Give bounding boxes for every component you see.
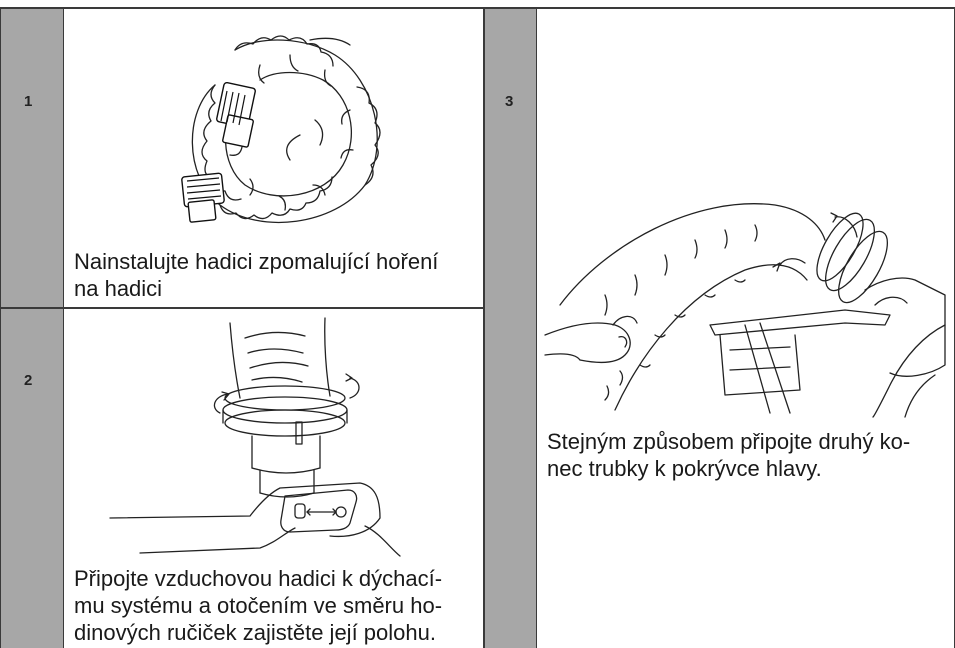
table-divider-middle: [483, 8, 485, 648]
step-3-number: 3: [505, 93, 513, 110]
hose-with-flame-retardant-cover-icon: [175, 25, 390, 230]
step-1-number: 1: [24, 93, 32, 110]
table-top-border: [0, 7, 955, 9]
step-1-caption-line: Nainstalujte hadici zpomalující hoření: [74, 248, 438, 275]
table-divider-right-num: [536, 8, 537, 648]
step-1-caption-line: na hadici: [74, 275, 438, 302]
step-2-caption-line: Připojte vzduchovou hadici k dýchací-: [74, 565, 442, 592]
step-2-caption-line: mu systému a otočením ve směru ho-: [74, 592, 442, 619]
hose-coupling-rotate-icon: [110, 318, 420, 558]
step-2-number: 2: [24, 372, 32, 389]
step-2-caption-line: dinových ručiček zajistěte její polohu.: [74, 619, 442, 646]
table-row-divider: [0, 307, 484, 309]
step-2-caption: Připojte vzduchovou hadici k dýchací- mu…: [74, 565, 442, 646]
step-3-caption-line: Stejným způsobem připojte druhý ko-: [547, 428, 910, 455]
table-left-border: [0, 8, 1, 648]
step-3-caption-line: nec trubky k pokrývce hlavy.: [547, 455, 910, 482]
step-3-caption: Stejným způsobem připojte druhý ko- nec …: [547, 428, 910, 482]
step-1-caption: Nainstalujte hadici zpomalující hoření n…: [74, 248, 438, 302]
table-divider-left-num: [63, 8, 64, 648]
hose-to-headtop-connection-icon: [545, 185, 945, 417]
